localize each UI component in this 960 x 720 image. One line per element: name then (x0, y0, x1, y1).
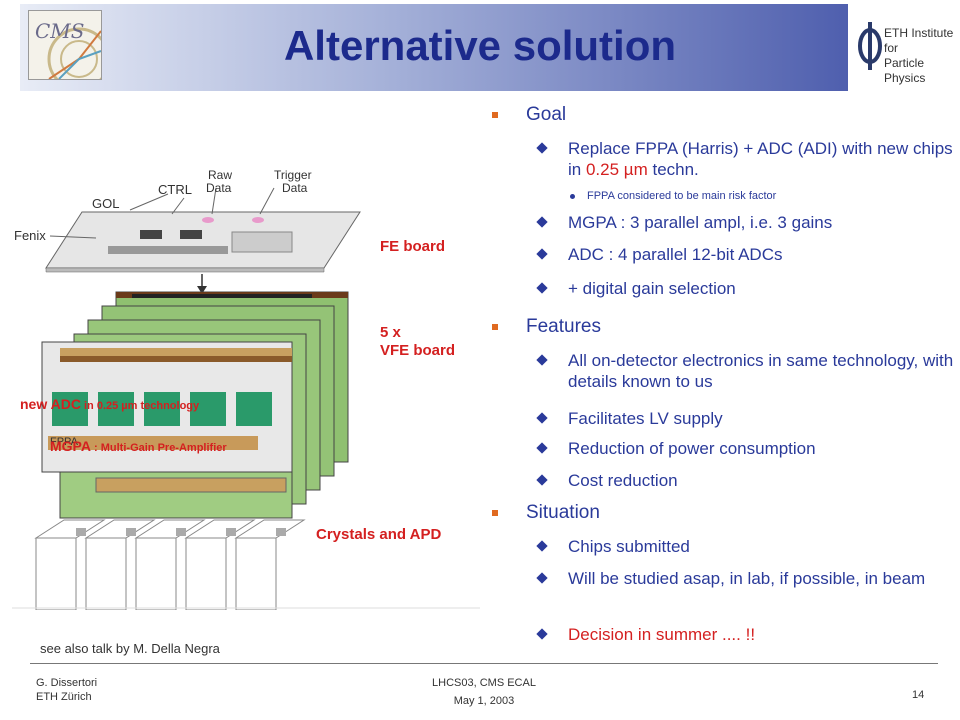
footer-author-block: G. Dissertori ETH Zürich (36, 676, 97, 704)
footer-date: May 1, 2003 (453, 695, 515, 707)
electronics-diagram-graphic (12, 187, 480, 610)
ctrl-label: CTRL (158, 182, 192, 197)
title-banner (20, 4, 848, 91)
vfe-board-label: VFE board (380, 342, 456, 359)
page-number: 14 (912, 689, 925, 701)
new-adc-label-name: new ADC (20, 396, 81, 412)
bullet-square-icon (492, 112, 498, 118)
bullet-diamond-icon (536, 282, 548, 294)
bullet-square-icon (492, 324, 498, 330)
mgpa-label: MGPA : Multi-Gain Pre-Amplifier (50, 438, 227, 454)
footer-event-block: LHCS03, CMS ECAL May 1, 2003 (384, 676, 584, 708)
technology-size: 0.25 µm (585, 160, 648, 179)
bullet-diamond-icon (536, 216, 548, 228)
bullet-diamond-icon (536, 572, 548, 584)
gol-label: GOL (92, 196, 120, 211)
bullet-dot-icon (570, 194, 575, 199)
footer-divider (30, 663, 938, 664)
bullet-diamond-icon (536, 442, 548, 454)
trigger-label: Trigger (274, 168, 312, 182)
trigger-data-label: Data (282, 181, 308, 195)
cms-logo-text: CMS (35, 19, 85, 43)
electronics-diagram: GOL CTRL Raw Data Trigger Data Fenix FPP… (12, 150, 482, 610)
slide-header: CMS Alternative solution ETH Institute f… (0, 0, 960, 95)
eth-logo: ETH Institute for Particle Physics (852, 16, 956, 85)
slide-title: Alternative solution (283, 22, 677, 69)
eth-phi-icon (858, 22, 882, 70)
fenix-label: Fenix (14, 228, 46, 243)
cms-logo: CMS (28, 10, 102, 80)
crystals-apd-label: Crystals and APD (316, 526, 442, 543)
raw-label: Raw (208, 168, 233, 182)
goal-item-replace-suffix: techn. (647, 160, 699, 179)
footer-institute: ETH Zürich (36, 691, 92, 703)
bullet-diamond-icon (536, 248, 548, 260)
bullet-diamond-icon (536, 628, 548, 640)
raw-data-label: Data (206, 181, 232, 195)
eth-logo-line2: Particle Physics (884, 56, 926, 85)
eth-logo-line1: ETH Institute for (884, 26, 954, 55)
bullet-diamond-icon (536, 474, 548, 486)
mgpa-description-label: : Multi-Gain Pre-Amplifier (90, 442, 227, 454)
fppa-label: FPPA (50, 436, 78, 448)
bullet-diamond-icon (536, 142, 548, 154)
adc-technology-label: in 0.25 µm technology (80, 400, 200, 412)
bullet-square-icon (492, 510, 498, 516)
goal-item-replace-text: Replace FPPA (Harris) + ADC (ADI) with n… (568, 139, 953, 179)
footer-event: LHCS03, CMS ECAL (432, 677, 536, 689)
mgpa-label-name: MGPA (50, 438, 91, 454)
footer-author: G. Dissertori (36, 677, 98, 689)
reference-note: see also talk by M. Della Negra (40, 641, 220, 656)
bullet-diamond-icon (536, 354, 548, 366)
bullet-diamond-icon (536, 412, 548, 424)
new-adc-label: new ADC in 0.25 µm technology (20, 396, 199, 412)
fe-board-label: FE board (380, 238, 446, 255)
vfe-count-label: 5 x (380, 324, 401, 341)
bullet-diamond-icon (536, 540, 548, 552)
